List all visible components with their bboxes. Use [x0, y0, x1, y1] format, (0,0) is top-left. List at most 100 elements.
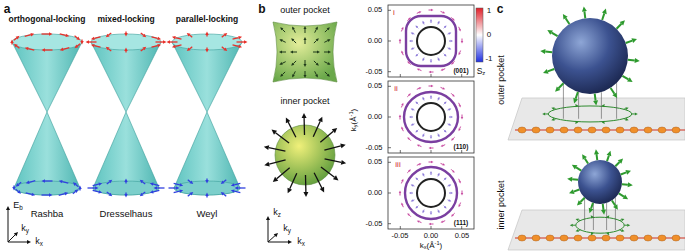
spin-arrow [431, 211, 432, 213]
spin-arrow [141, 49, 144, 51]
spin-arrow [294, 71, 296, 75]
spin-arrow [59, 194, 65, 196]
arrow-head [399, 191, 402, 194]
arrow-head [318, 117, 323, 123]
spin-arrow [444, 130, 445, 131]
spin-arrow [156, 41, 164, 42]
arrow-head [124, 194, 128, 198]
spin-arrow [81, 40, 82, 41]
spin-arrow [417, 130, 418, 131]
arrow-head [401, 51, 403, 54]
outer-contour [406, 16, 456, 66]
arrow-head [187, 48, 191, 52]
label-group: Eb [13, 201, 23, 211]
colorbar-label: z [482, 70, 485, 76]
arrow-head [419, 11, 422, 13]
projected-contour [548, 106, 632, 122]
label-group: kx(Å-1) [420, 241, 442, 251]
spin-arrow [423, 99, 425, 100]
arrow-head [540, 49, 545, 54]
spin-arrow [324, 146, 340, 150]
atom [560, 235, 568, 241]
arrow-head [408, 17, 411, 20]
arrow-head [264, 145, 269, 150]
arrow-head [399, 115, 402, 118]
axis-label: k [349, 127, 358, 131]
spin-arrow [458, 27, 460, 29]
spin-arrow [449, 117, 451, 118]
spin-arrow [437, 23, 439, 24]
arrow-head [442, 87, 445, 89]
atom [672, 235, 680, 241]
spin-arrow [448, 109, 449, 111]
spin-arrow [624, 108, 626, 110]
arrow-head [106, 47, 110, 51]
spin-arrow [290, 173, 297, 188]
spin-arrow [277, 168, 290, 179]
arrow-head [59, 180, 63, 183]
spin-arrow [444, 27, 445, 28]
spin-arrow [321, 167, 335, 177]
arrow-head [575, 104, 578, 107]
arrow-head [291, 63, 294, 66]
spin-arrow [269, 148, 286, 151]
tick [461, 150, 462, 153]
spin-arrow [449, 193, 451, 194]
spin-arrow [268, 236, 275, 242]
projection-line [563, 83, 564, 119]
tick-label: 0.05 [455, 232, 470, 240]
arrow-head [74, 189, 78, 193]
arrow-head [422, 59, 424, 62]
spin-arrow [417, 12, 419, 14]
spin-arrow [602, 204, 605, 210]
axis-label: k [283, 223, 288, 233]
spin-arrow [107, 192, 110, 194]
tick-label: 0.00 [368, 113, 383, 121]
lower-rim [14, 181, 80, 195]
spin-arrow [622, 183, 628, 186]
arrow-head [407, 61, 410, 64]
spin-arrow [305, 175, 307, 192]
arrow-head [458, 181, 460, 184]
spin-arrow [431, 174, 432, 176]
spin-arrow [453, 213, 455, 215]
colorbar-tick: 1 [487, 7, 491, 15]
label-group: ky [283, 224, 291, 234]
arrow-head [441, 68, 444, 70]
spin-arrow [402, 205, 404, 207]
spin-arrow [448, 33, 449, 35]
spin-arrow [429, 162, 432, 163]
spin-arrow [45, 49, 53, 50]
arrow-head [422, 211, 424, 214]
arrow-head [625, 107, 628, 110]
spin-arrow [237, 41, 245, 42]
spin-arrow [125, 32, 126, 33]
spin-arrow [451, 93, 453, 95]
arrow-head [570, 224, 573, 227]
spin-arrow [620, 219, 622, 221]
arrow-head [12, 187, 16, 191]
upper-cone [91, 42, 161, 112]
spin-arrow [402, 53, 404, 55]
spin-arrow [89, 41, 97, 42]
spin-arrow [305, 71, 306, 75]
arrow-head [437, 21, 439, 24]
spin-arrow [431, 59, 432, 61]
arrow-head [189, 192, 193, 196]
spin-arrow [462, 115, 463, 118]
spin-arrow [443, 68, 445, 70]
spin-arrow [409, 63, 411, 65]
panel-letter: c [497, 3, 504, 15]
spin-arrow [617, 24, 622, 29]
arrow-head [223, 33, 227, 37]
spin-arrow [401, 181, 403, 183]
arrow-head [238, 45, 242, 48]
arrow-head [415, 25, 418, 28]
spin-arrow [419, 69, 421, 71]
spin-arrow [188, 194, 191, 196]
spin-arrow [622, 76, 628, 80]
spin-arrow [233, 38, 239, 40]
pocket-sphere [578, 160, 622, 204]
arrow-head [31, 193, 35, 196]
spin-arrow [596, 154, 599, 160]
